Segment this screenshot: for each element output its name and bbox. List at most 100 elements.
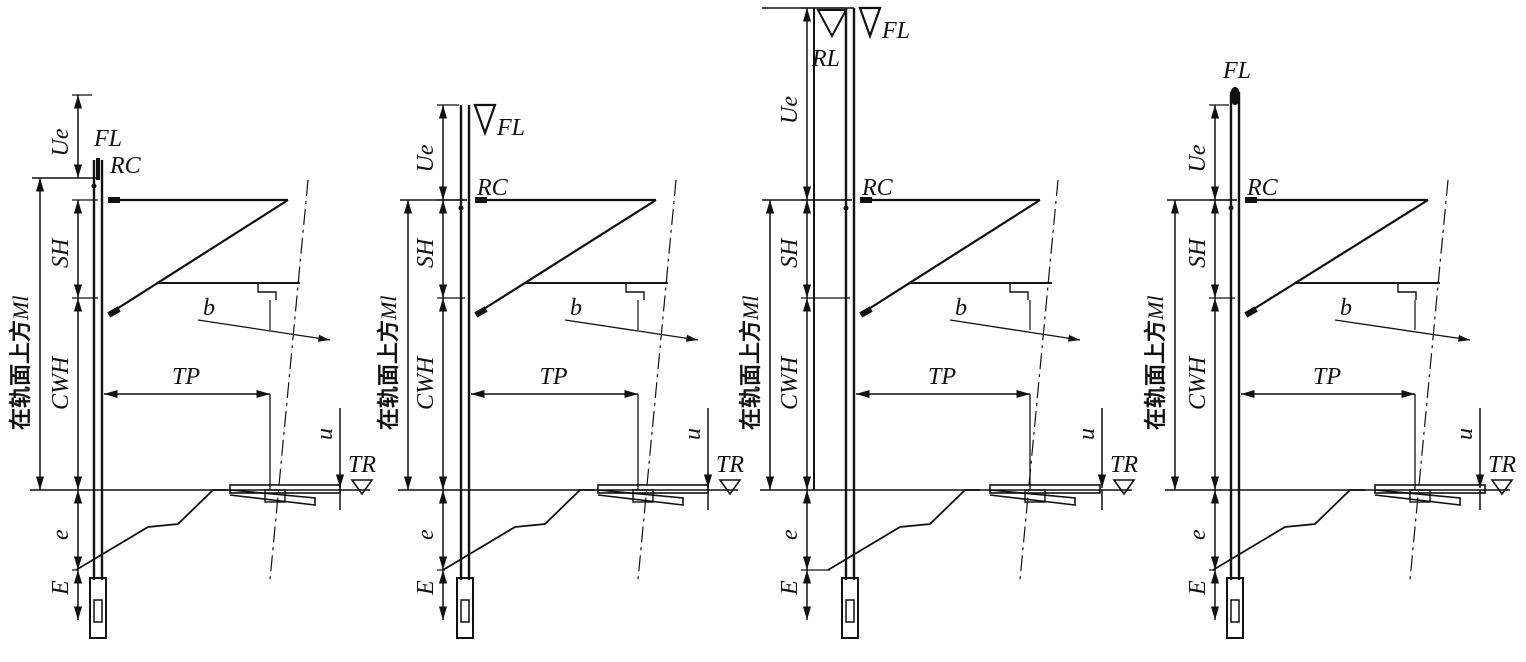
label-E: E [48,580,74,596]
sleeper [597,489,684,506]
foundation-inner [93,599,103,623]
dropper [1009,283,1029,300]
label-height-ml: Ml [376,296,401,321]
label-sh: SH [777,237,803,268]
label-e: e [48,529,74,540]
rc-point [91,183,97,189]
label-tp: TP [928,364,956,390]
label-sh: SH [48,237,74,268]
sleeper [989,489,1076,506]
label-e: e [413,529,439,540]
label-tr: TR [716,452,744,478]
track-center-line [1019,179,1059,581]
label-e: e [777,529,803,540]
foundation-inner [460,599,470,623]
label-b: b [203,295,215,321]
label-e: e [1185,529,1211,540]
label-height-ml: Ml [8,296,33,321]
rail-chair [1024,489,1046,503]
label-height-cjk: 在轨面上方 [1143,320,1169,430]
label-tr: TR [348,452,376,478]
stagger-dim [564,319,699,342]
label-height-ml: Ml [738,296,763,321]
track-center-line [1409,179,1449,581]
fl-triangle [858,6,882,40]
label-ue: Ue [413,144,439,172]
dropper [257,283,277,300]
sleeper [1374,489,1461,506]
insulator-top [475,197,487,203]
label-tr: TR [1110,452,1138,478]
dropper [1397,283,1417,300]
insulator-top [108,197,120,203]
track-center-line [269,179,309,581]
ground-profile [1212,489,1365,571]
cantilever-brace [111,199,289,313]
label-rc: RC [109,153,142,179]
mast-foundation [1226,577,1244,639]
label-sh: SH [413,237,439,268]
label-b: b [1340,295,1352,321]
rc-point [1228,205,1234,211]
fl-triangle [473,103,497,137]
label-tr: TR [1488,452,1516,478]
label-u: u [1452,428,1478,440]
label-height-cjk: 在轨面上方 [738,320,764,430]
ground-profile [442,489,595,571]
label-cwh: CWH [777,355,803,410]
foundation-inner [1230,599,1240,623]
insulator-top [860,197,872,203]
label-cwh: CWH [48,355,74,410]
label-height-above-rail: 在轨面上方Ml [1143,296,1169,430]
label-rc: RC [476,175,509,201]
sleeper [229,489,316,506]
tr-triangle [1490,479,1514,496]
label-b: b [955,295,967,321]
label-ue: Ue [1185,144,1211,172]
rail-chair [1409,489,1431,503]
label-height-cjk: 在轨面上方 [376,320,402,430]
ground-profile [75,489,228,571]
insulator-bottom [1244,306,1258,318]
label-u: u [312,428,338,440]
mast-foundation [841,577,859,639]
rail-chair [632,489,654,503]
cantilever-brace [863,199,1041,313]
ground-profile [827,489,980,571]
label-height-above-rail: 在轨面上方Ml [376,296,402,430]
label-height-ml: Ml [1143,296,1168,321]
label-E: E [777,580,803,596]
stagger-dim [949,319,1081,342]
stagger-dim [197,319,331,342]
foundation-inner [845,599,855,623]
rc-point [843,205,849,211]
label-ue: Ue [48,128,74,156]
tr-triangle [1112,479,1136,496]
label-rc: RC [1246,175,1279,201]
cantilever-brace [478,199,657,313]
rc-point [458,205,464,211]
insulator-bottom [107,306,121,318]
stagger-dim [1334,319,1471,342]
insulator-bottom [859,306,873,318]
label-cwh: CWH [413,355,439,410]
label-cwh: CWH [1185,355,1211,410]
label-tp: TP [1313,364,1341,390]
label-fl: FL [881,18,910,44]
label-rc: RC [861,175,894,201]
label-tp: TP [540,364,568,390]
rail-chair [264,489,286,503]
label-E: E [1185,580,1211,596]
insulator-top [1245,197,1257,203]
mast-foundation [456,577,474,639]
label-height-cjk: 在轨面上方 [8,320,34,430]
rl-triangle [816,9,848,39]
label-ue: Ue [777,96,803,124]
mast-foundation [89,577,107,639]
